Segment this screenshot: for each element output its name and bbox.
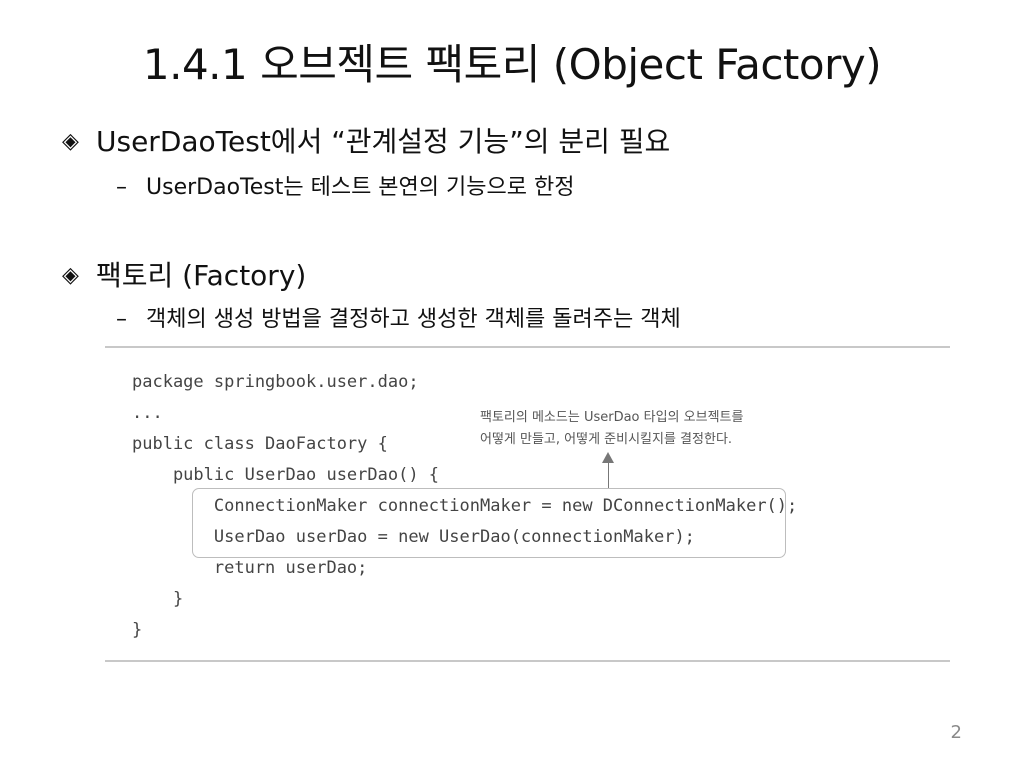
code-line-package: package springbook.user.dao;	[132, 372, 419, 392]
annotation-note: 팩토리의 메소드는 UserDao 타입의 오브젝트를 어떻게 만들고, 어떻게…	[480, 407, 810, 451]
code-highlight-box	[192, 488, 786, 558]
bullet-2: ◈ 팩토리 (Factory)	[62, 258, 306, 294]
code-line-user-dao: UserDao userDao = new UserDao(connection…	[132, 527, 695, 547]
code-top-rule	[105, 346, 950, 348]
code-line-connection-maker: ConnectionMaker connectionMaker = new DC…	[132, 496, 798, 516]
sub-bullet-2-text: 객체의 생성 방법을 결정하고 생성한 객체를 돌려주는 객체	[146, 307, 681, 332]
annotation-line-2: 어떻게 만들고, 어떻게 준비시킬지를 결정한다.	[480, 432, 733, 447]
sub-bullet-1-text: UserDaoTest는 테스트 본연의 기능으로 한정	[146, 175, 575, 200]
code-line-ellipsis: ...	[132, 403, 163, 423]
diamond-bullet-icon: ◈	[62, 129, 79, 154]
code-bottom-rule	[105, 660, 950, 662]
arrow-up-icon	[602, 452, 614, 463]
dash-marker: –	[116, 175, 127, 200]
dash-marker: –	[116, 307, 127, 332]
sub-bullet-1: – UserDaoTest는 테스트 본연의 기능으로 한정	[116, 172, 574, 204]
bullet-2-text: 팩토리 (Factory)	[96, 259, 307, 292]
annotation-line-1: 팩토리의 메소드는 UserDao 타입의 오브젝트를	[480, 410, 744, 425]
slide-title: 1.4.1 오브젝트 팩토리 (Object Factory)	[142, 40, 882, 89]
page-number: 2	[950, 722, 962, 743]
code-line-class-close: }	[132, 620, 143, 640]
annotation-arrow-line	[608, 462, 609, 488]
code-line-return: return userDao;	[132, 558, 368, 578]
bullet-1: ◈ UserDaoTest에서 “관계설정 기능”의 분리 필요	[62, 124, 670, 160]
code-line-class: public class DaoFactory {	[132, 434, 388, 454]
diamond-bullet-icon: ◈	[62, 263, 79, 288]
code-line-method-close: }	[132, 589, 184, 609]
bullet-1-text: UserDaoTest에서 “관계설정 기능”의 분리 필요	[96, 125, 671, 158]
code-line-method: public UserDao userDao() {	[132, 465, 440, 485]
sub-bullet-2: – 객체의 생성 방법을 결정하고 생성한 객체를 돌려주는 객체	[116, 304, 681, 336]
